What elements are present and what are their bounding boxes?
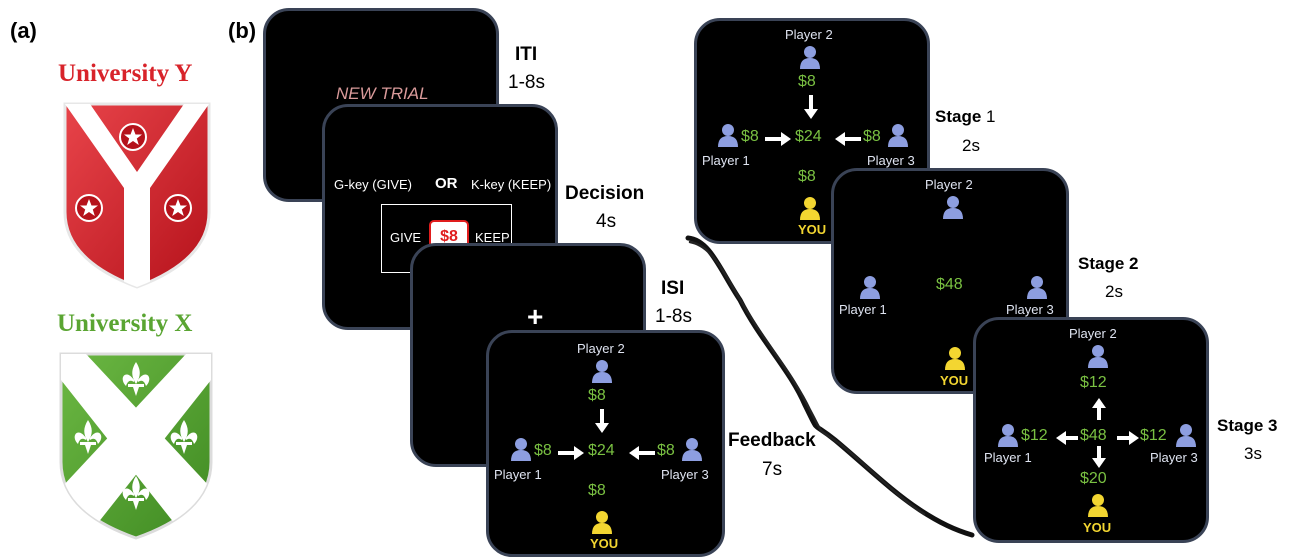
university-y-title: University Y bbox=[58, 60, 193, 87]
zoom-connector bbox=[685, 235, 975, 538]
arrow-icon bbox=[804, 95, 818, 119]
stage1-title: Stage 1 bbox=[935, 107, 996, 126]
isi-time: 1-8s bbox=[655, 306, 692, 327]
person-icon bbox=[1176, 424, 1196, 447]
keep-label: KEEP bbox=[475, 230, 510, 245]
stage3-screen: Player 2 $12 $12 $48 $12 Player 1 Player… bbox=[973, 317, 1209, 543]
s2-player2-name: Player 2 bbox=[925, 177, 973, 192]
decision-time: 4s bbox=[596, 211, 617, 232]
arrow-icon bbox=[1092, 398, 1106, 420]
s1-player1-name: Player 1 bbox=[702, 153, 750, 168]
person-icon bbox=[998, 424, 1018, 447]
arrow-icon bbox=[1117, 431, 1139, 445]
isi-title: ISI bbox=[661, 278, 685, 299]
arrow-icon bbox=[1092, 446, 1106, 468]
s3-player1-amount: $12 bbox=[1021, 427, 1048, 444]
decision-title: Decision bbox=[565, 183, 645, 204]
fb-player1-name: Player 1 bbox=[494, 467, 542, 482]
s3-you-amount: $20 bbox=[1080, 470, 1107, 487]
stage1-time: 2s bbox=[962, 136, 980, 155]
s1-you-label: YOU bbox=[798, 222, 827, 237]
fixation-cross: + bbox=[527, 301, 544, 332]
feedback-screen: Player 2 $8 $8 $24 $8 Player 1 Player 3 … bbox=[486, 330, 725, 557]
person-icon bbox=[800, 197, 820, 220]
person-icon bbox=[860, 276, 880, 299]
s3-player2-amount: $12 bbox=[1080, 374, 1107, 391]
person-icon bbox=[1027, 276, 1047, 299]
person-icon bbox=[511, 438, 531, 461]
or-label: OR bbox=[435, 175, 458, 192]
s2-player3-name: Player 3 bbox=[1006, 302, 1054, 317]
person-icon bbox=[943, 196, 963, 219]
arrow-icon bbox=[1056, 431, 1078, 445]
s1-player3-name: Player 3 bbox=[867, 153, 915, 168]
person-icon bbox=[592, 511, 612, 534]
person-icon bbox=[682, 438, 702, 461]
fb-player3-name: Player 3 bbox=[661, 467, 709, 482]
s1-player2-amount: $8 bbox=[798, 73, 816, 90]
person-icon bbox=[1088, 345, 1108, 368]
stage3-title: Stage 3 bbox=[1217, 416, 1278, 435]
person-icon bbox=[800, 46, 820, 69]
panel-label-a: (a) bbox=[10, 18, 37, 43]
fb-you-amount: $8 bbox=[588, 482, 606, 499]
arrow-icon bbox=[765, 132, 791, 146]
stage2-time: 2s bbox=[1105, 282, 1123, 301]
person-icon bbox=[718, 124, 738, 147]
s2-player1-name: Player 1 bbox=[839, 302, 887, 317]
arrow-icon bbox=[558, 446, 584, 460]
stage3-time: 3s bbox=[1244, 444, 1262, 463]
stage2-title: Stage 2 bbox=[1078, 254, 1139, 273]
fb-you-label: YOU bbox=[590, 536, 619, 551]
university-x-title: University X bbox=[57, 310, 193, 337]
fb-player3-amount: $8 bbox=[657, 442, 675, 459]
feedback-title: Feedback bbox=[728, 430, 816, 451]
fb-player2-amount: $8 bbox=[588, 387, 606, 404]
g-key-label: G-key (GIVE) bbox=[334, 177, 413, 192]
person-icon bbox=[1088, 494, 1108, 517]
fb-player1-amount: $8 bbox=[534, 442, 552, 459]
s2-center-amount: $48 bbox=[936, 276, 963, 293]
k-key-label: K-key (KEEP) bbox=[471, 177, 552, 192]
s2-you-label: YOU bbox=[940, 373, 969, 388]
s3-player2-name: Player 2 bbox=[1069, 326, 1117, 341]
s3-player3-name: Player 3 bbox=[1150, 450, 1198, 465]
arrow-icon bbox=[595, 409, 609, 433]
s1-player2-name: Player 2 bbox=[785, 27, 833, 42]
s3-center-amount: $48 bbox=[1080, 427, 1107, 444]
person-icon bbox=[945, 347, 965, 370]
new-trial-text: NEW TRIAL bbox=[336, 84, 429, 103]
fb-player2-name: Player 2 bbox=[577, 341, 625, 356]
iti-title: ITI bbox=[515, 44, 538, 65]
feedback-time: 7s bbox=[762, 459, 783, 480]
s1-center-amount: $24 bbox=[795, 128, 822, 145]
give-label: GIVE bbox=[390, 230, 422, 245]
s3-player1-name: Player 1 bbox=[984, 450, 1032, 465]
s3-you-label: YOU bbox=[1083, 520, 1112, 535]
shield-x-icon bbox=[59, 352, 213, 540]
s1-player1-amount: $8 bbox=[741, 128, 759, 145]
panel-label-b: (b) bbox=[228, 18, 257, 43]
iti-time: 1-8s bbox=[508, 72, 545, 93]
arrow-icon bbox=[835, 132, 861, 146]
s3-player3-amount: $12 bbox=[1140, 427, 1167, 444]
person-icon bbox=[592, 360, 612, 383]
arrow-icon bbox=[629, 446, 655, 460]
person-icon bbox=[888, 124, 908, 147]
fb-center-amount: $24 bbox=[588, 442, 615, 459]
s1-player3-amount: $8 bbox=[863, 128, 881, 145]
s1-you-amount: $8 bbox=[798, 168, 816, 185]
shield-y-icon bbox=[63, 102, 211, 289]
